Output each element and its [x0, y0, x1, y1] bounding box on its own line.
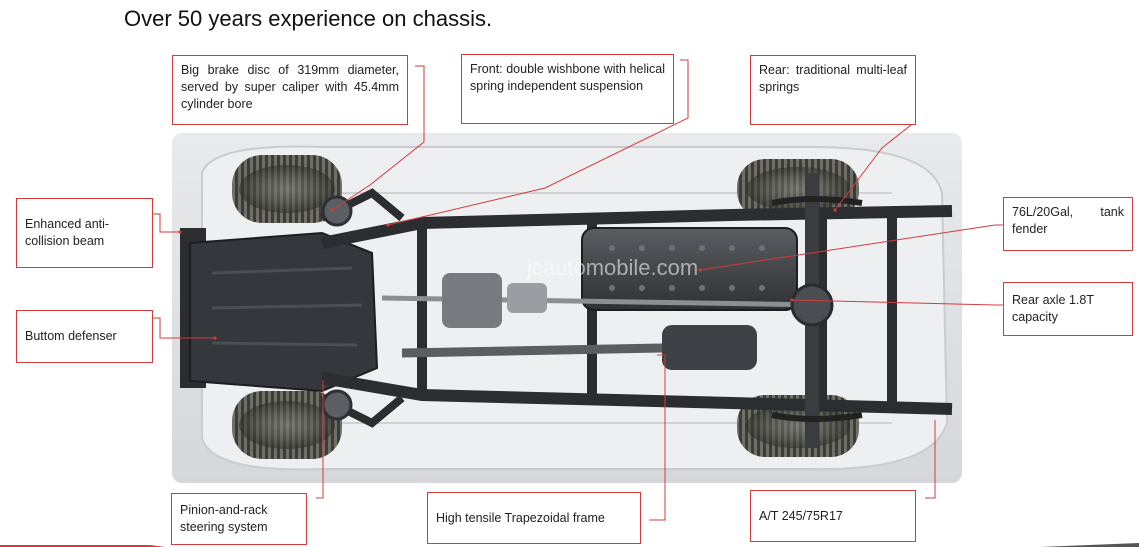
muffler: [662, 325, 757, 370]
watermark: jcautomobile.com: [526, 255, 698, 280]
callout-tire: A/T 245/75R17: [750, 490, 916, 542]
callout-anti-collision-text: Enhanced anti-collision beam: [25, 217, 110, 248]
callout-frame: High tensile Trapezoidal frame: [427, 492, 641, 544]
front-left-tire-icon: [232, 155, 342, 223]
callout-frame-text: High tensile Trapezoidal frame: [436, 510, 605, 525]
frame-rail-left: [320, 205, 953, 249]
callout-rear-axle: Rear axle 1.8T capacity: [1003, 282, 1133, 336]
front-right-tire-icon: [232, 391, 342, 459]
callout-brake-disc-text: Big brake disc of 319mm diameter, served…: [181, 63, 399, 111]
page-title: Over 50 years experience on chassis.: [124, 6, 493, 31]
fuel-tank: [581, 227, 798, 311]
callout-steering-text: Pinion-and-rack steering system: [180, 503, 268, 534]
callout-steering: Pinion-and-rack steering system: [171, 493, 307, 545]
callout-bottom-defenser: Buttom defenser: [16, 310, 153, 363]
bottom-accent-stripe: [0, 543, 1139, 547]
chassis-illustration: jcautomobile.com: [172, 133, 962, 483]
callout-bottom-defenser-text: Buttom defenser: [25, 329, 117, 343]
frame-rail-right: [320, 372, 953, 415]
callout-anti-collision: Enhanced anti-collision beam: [16, 198, 153, 268]
callout-front-suspension-text: Front: double wishbone with helical spri…: [470, 62, 665, 93]
callout-brake-disc: Big brake disc of 319mm diameter, served…: [172, 55, 408, 125]
callout-tire-text: A/T 245/75R17: [759, 508, 843, 523]
callout-rear-suspension: Rear: traditional multi-leaf springs: [750, 55, 916, 125]
callout-tank-fender: 76L/20Gal, tank fender: [1003, 197, 1133, 251]
callout-rear-axle-text: Rear axle 1.8T capacity: [1012, 293, 1094, 324]
callout-tank-fender-text: 76L/20Gal, tank fender: [1012, 205, 1124, 236]
callout-rear-suspension-text: Rear: traditional multi-leaf springs: [759, 63, 907, 94]
callout-front-suspension: Front: double wishbone with helical spri…: [461, 54, 674, 124]
